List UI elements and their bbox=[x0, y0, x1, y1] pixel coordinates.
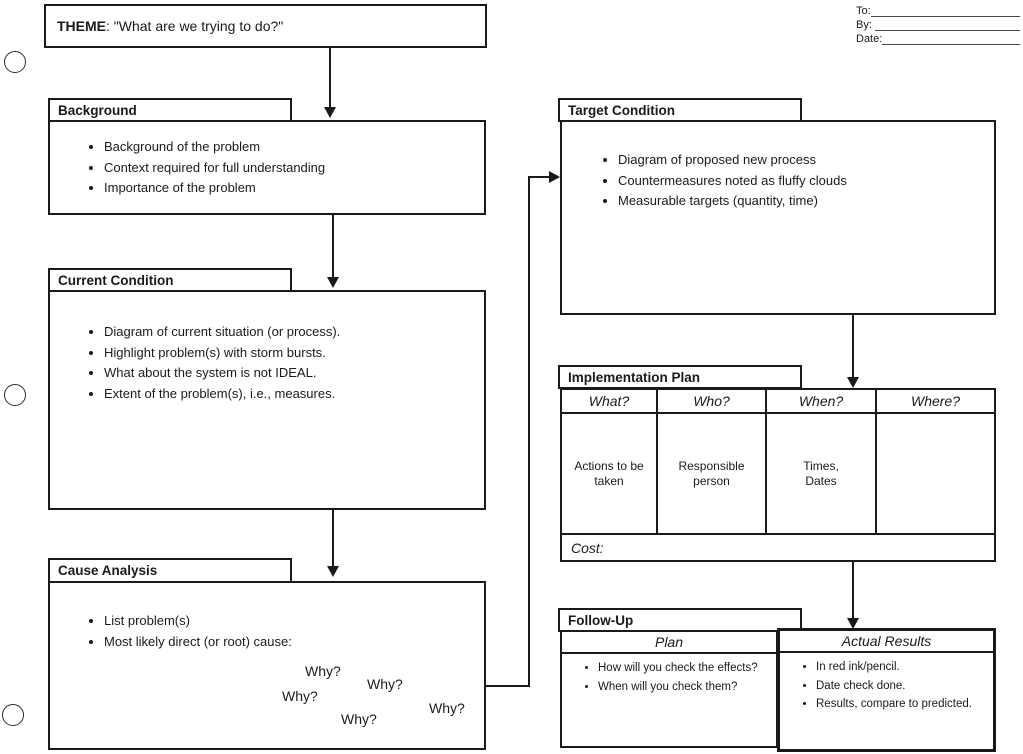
list-item: Results, compare to predicted. bbox=[816, 697, 989, 713]
list-item: Extent of the problem(s), i.e., measures… bbox=[104, 384, 484, 405]
flow-arrow-theme-to-background bbox=[329, 48, 331, 108]
section-title: Cause Analysis bbox=[58, 563, 158, 578]
why-annotation: Why? bbox=[282, 688, 318, 704]
arrowhead-into-target-condition bbox=[549, 171, 560, 183]
cell-text: Times, Dates bbox=[803, 458, 839, 488]
section-title: Follow-Up bbox=[568, 612, 634, 628]
list-item: Importance of the problem bbox=[104, 178, 484, 199]
current-condition-bullet-list: Diagram of current situation (or process… bbox=[50, 292, 484, 404]
section-tab-follow-up: Follow-Up bbox=[558, 608, 802, 632]
list-item: Diagram of proposed new process bbox=[618, 150, 994, 171]
list-item: Date check done. bbox=[816, 679, 989, 695]
follow-up-actual-results-panel: Actual Results In red ink/pencil. Date c… bbox=[777, 628, 996, 752]
by-label: By: bbox=[856, 19, 875, 31]
why-annotation: Why? bbox=[341, 711, 377, 727]
plan-column-header: Plan bbox=[562, 632, 776, 654]
column-header-who: Who? bbox=[658, 390, 767, 414]
binder-hole-bottom bbox=[2, 704, 24, 726]
target-condition-panel: Diagram of proposed new process Counterm… bbox=[560, 120, 996, 315]
section-tab-target-condition: Target Condition bbox=[558, 98, 802, 122]
arrowhead-background-to-current bbox=[327, 277, 339, 288]
arrowhead-current-to-cause bbox=[327, 566, 339, 577]
flow-arrow-background-to-current bbox=[332, 215, 334, 278]
list-item: List problem(s) bbox=[104, 611, 484, 632]
list-item: How will you check the effects? bbox=[598, 661, 772, 677]
list-item: Most likely direct (or root) cause: bbox=[104, 632, 484, 653]
section-title: Implementation Plan bbox=[568, 369, 701, 385]
implementation-plan-table: What? Who? When? Where? Actions to be ta… bbox=[560, 388, 996, 562]
list-item: What about the system is not IDEAL. bbox=[104, 363, 484, 384]
table-cell-where bbox=[877, 414, 994, 533]
actual-results-bullet-list: In red ink/pencil. Date check done. Resu… bbox=[780, 653, 993, 713]
cost-label: Cost: bbox=[571, 539, 604, 556]
list-item: Background of the problem bbox=[104, 137, 484, 158]
arrowhead-target-to-implementation bbox=[847, 377, 859, 388]
date-label: Date: bbox=[856, 33, 883, 45]
theme-label: THEME bbox=[57, 18, 106, 34]
column-header-what: What? bbox=[562, 390, 658, 414]
to-blank-line bbox=[870, 5, 1020, 17]
cause-analysis-panel: List problem(s) Most likely direct (or r… bbox=[48, 581, 486, 750]
cause-analysis-bullet-list: List problem(s) Most likely direct (or r… bbox=[50, 583, 484, 652]
connector-cause-to-target-vertical bbox=[528, 176, 530, 687]
recipient-block: To: By: Date: bbox=[856, 3, 1020, 45]
column-header-where: Where? bbox=[877, 390, 994, 414]
binder-hole-middle bbox=[4, 384, 26, 406]
table-cell-what: Actions to be taken bbox=[562, 414, 658, 533]
section-tab-background: Background bbox=[48, 98, 292, 122]
arrowhead-theme-to-background bbox=[324, 107, 336, 118]
follow-up-plan-panel: Plan How will you check the effects? Whe… bbox=[560, 630, 778, 748]
why-annotation: Why? bbox=[305, 663, 341, 679]
date-blank-line bbox=[882, 33, 1020, 45]
column-header-when: When? bbox=[767, 390, 877, 414]
section-tab-cause-analysis: Cause Analysis bbox=[48, 558, 292, 583]
background-bullet-list: Background of the problem Context requir… bbox=[50, 122, 484, 199]
list-item: Countermeasures noted as fluffy clouds bbox=[618, 171, 994, 192]
plan-bullet-list: How will you check the effects? When wil… bbox=[562, 654, 776, 695]
section-tab-implementation-plan: Implementation Plan bbox=[558, 365, 802, 389]
flow-arrow-implementation-to-followup bbox=[852, 562, 854, 619]
date-field: Date: bbox=[856, 31, 1020, 45]
current-condition-panel: Diagram of current situation (or process… bbox=[48, 290, 486, 510]
background-panel: Background of the problem Context requir… bbox=[48, 120, 486, 215]
section-tab-current-condition: Current Condition bbox=[48, 268, 292, 292]
flow-arrow-current-to-cause bbox=[332, 510, 334, 567]
to-label: To: bbox=[856, 5, 871, 17]
section-title: Target Condition bbox=[568, 102, 675, 118]
list-item: Highlight problem(s) with storm bursts. bbox=[104, 343, 484, 364]
arrowhead-implementation-to-followup bbox=[847, 618, 859, 629]
flow-arrow-target-to-implementation bbox=[852, 315, 854, 378]
section-title: Current Condition bbox=[58, 272, 174, 288]
table-cell-who: Responsible person bbox=[658, 414, 767, 533]
why-annotation: Why? bbox=[367, 676, 403, 692]
cost-row: Cost: bbox=[562, 533, 994, 560]
list-item: In red ink/pencil. bbox=[816, 660, 989, 676]
actual-results-column-header: Actual Results bbox=[780, 631, 993, 653]
section-title: Background bbox=[58, 102, 137, 118]
to-field: To: bbox=[856, 3, 1020, 17]
why-annotation: Why? bbox=[429, 700, 465, 716]
cell-text: Responsible person bbox=[678, 458, 745, 488]
list-item: Diagram of current situation (or process… bbox=[104, 322, 484, 343]
by-field: By: bbox=[856, 17, 1020, 31]
connector-cause-to-target-bottom bbox=[486, 685, 530, 687]
table-cell-when: Times, Dates bbox=[767, 414, 877, 533]
list-item: Context required for full understanding bbox=[104, 158, 484, 179]
cell-text: Actions to be taken bbox=[574, 458, 644, 488]
list-item: When will you check them? bbox=[598, 680, 772, 696]
by-blank-line bbox=[874, 19, 1020, 31]
binder-hole-top bbox=[4, 51, 26, 73]
list-item: Measurable targets (quantity, time) bbox=[618, 191, 994, 212]
target-condition-bullet-list: Diagram of proposed new process Counterm… bbox=[562, 122, 994, 212]
theme-box: THEME: "What are we trying to do?" bbox=[44, 4, 487, 48]
theme-text: : "What are we trying to do?" bbox=[106, 18, 284, 34]
connector-cause-to-target-top bbox=[528, 176, 552, 178]
